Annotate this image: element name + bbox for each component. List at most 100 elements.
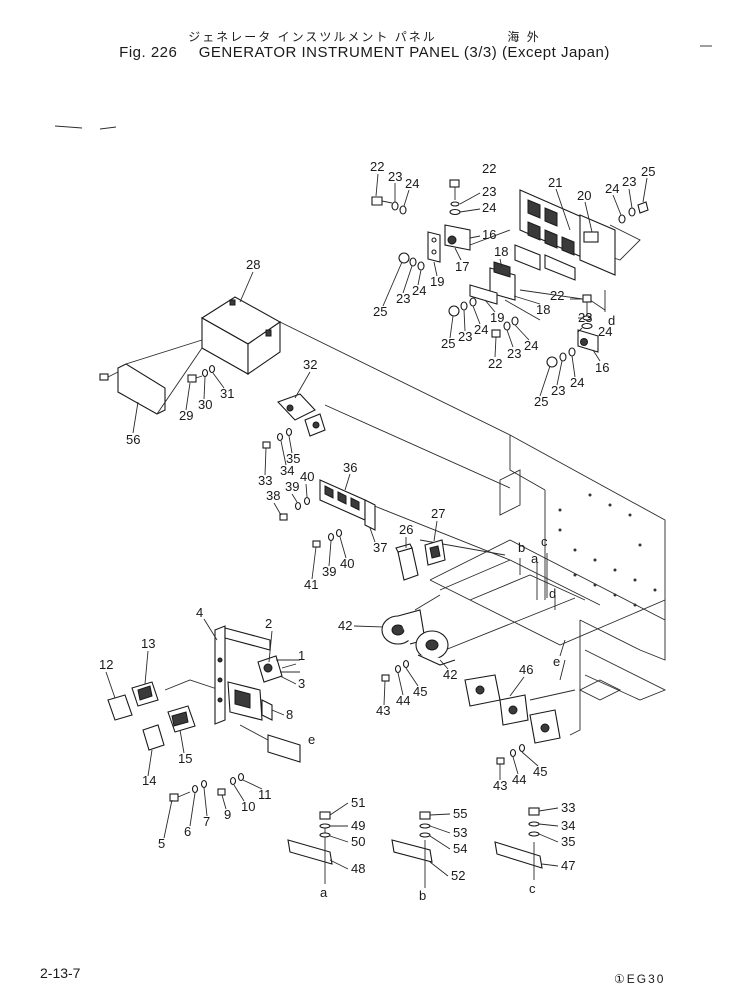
callout: 55 — [453, 806, 467, 821]
callout: 10 — [241, 799, 255, 814]
callout: 46 — [519, 662, 533, 677]
switch-8 — [227, 681, 273, 721]
stray-marks — [54, 45, 712, 130]
callout: 13 — [141, 636, 155, 651]
bracket-19 — [469, 284, 498, 305]
callout: 22 — [482, 161, 496, 176]
callout: 9 — [224, 807, 231, 822]
callout: 18 — [536, 302, 550, 317]
region-label: 海 外 — [507, 30, 541, 44]
callout: 2 — [265, 616, 272, 631]
cover-28 — [200, 296, 282, 376]
callout: 24 — [605, 181, 619, 196]
callout: 40 — [300, 469, 314, 484]
callout: 34 — [280, 463, 294, 478]
callout: 24 — [524, 338, 538, 353]
callout: 47 — [561, 858, 575, 873]
callout: 14 — [142, 773, 156, 788]
callout: 5 — [158, 836, 165, 851]
relay-group-46 — [464, 674, 561, 744]
callout: 49 — [351, 818, 365, 833]
clamp-48 — [287, 811, 333, 880]
callout: e — [308, 732, 315, 747]
callout: 39 — [285, 479, 299, 494]
figure-label: Fig. 226 — [119, 44, 178, 61]
callout: 6 — [184, 824, 191, 839]
relay-14 — [142, 724, 165, 751]
callout: 18 — [494, 244, 508, 259]
callout: a — [531, 551, 539, 566]
callout: d — [608, 313, 615, 328]
callout: 23 — [578, 310, 592, 325]
callout: 50 — [351, 834, 365, 849]
callout: 30 — [198, 397, 212, 412]
callout: 23 — [551, 383, 565, 398]
switch-32 — [277, 393, 326, 437]
callout: 45 — [533, 764, 547, 779]
relay-16-lower — [577, 329, 599, 353]
callout: 37 — [373, 540, 387, 555]
callout: 22 — [370, 159, 384, 174]
callout: e — [553, 654, 560, 669]
fasteners — [169, 179, 649, 802]
callout: 24 — [482, 200, 496, 215]
callout: 19 — [490, 310, 504, 325]
callout: 7 — [203, 814, 210, 829]
plate-56 — [99, 339, 203, 415]
clamp-52 — [391, 811, 433, 888]
callout: 40 — [340, 556, 354, 571]
clamp-47 — [494, 807, 543, 880]
callout: 38 — [266, 488, 280, 503]
callout: 24 — [570, 375, 584, 390]
callout: 19 — [430, 274, 444, 289]
callout: 16 — [595, 360, 609, 375]
callout: 35 — [561, 834, 575, 849]
callout: 24 — [474, 322, 488, 337]
callout: 33 — [561, 800, 575, 815]
relay-15 — [167, 705, 196, 733]
callout: 1 — [298, 648, 305, 663]
relay-13 — [131, 681, 159, 707]
callout: 23 — [396, 291, 410, 306]
frame-holes — [558, 493, 657, 607]
callout: 25 — [373, 304, 387, 319]
callout-labels: 22 23 24 22 23 24 21 20 24 23 25 16 17 1… — [99, 159, 655, 903]
callout: 24 — [405, 176, 419, 191]
callout: 28 — [246, 257, 260, 272]
callout: 43 — [376, 703, 390, 718]
relay-26 — [395, 543, 419, 581]
callout: 44 — [396, 693, 410, 708]
callout: 25 — [641, 164, 655, 179]
callout: 20 — [577, 188, 591, 203]
figure-title-text: GENERATOR INSTRUMENT PANEL — [198, 44, 460, 61]
solenoid-42 — [381, 609, 456, 666]
callout: 27 — [431, 506, 445, 521]
relay-18-upper — [489, 261, 516, 301]
callout: 51 — [351, 795, 365, 810]
callout: 16 — [482, 227, 496, 242]
callout: 48 — [351, 861, 365, 876]
callout: c — [541, 534, 548, 549]
callout: 23 — [622, 174, 636, 189]
callout: 23 — [482, 184, 496, 199]
callout: 31 — [220, 386, 234, 401]
callout: 23 — [458, 329, 472, 344]
callout: 33 — [258, 473, 272, 488]
callout: 17 — [455, 259, 469, 274]
callout: 25 — [441, 336, 455, 351]
callout: b — [419, 888, 426, 903]
model-code: ①EG30 — [614, 972, 666, 986]
sheet-indicator: (3/3) — [463, 44, 498, 61]
callout: 11 — [258, 787, 272, 802]
relay-16-upper — [444, 224, 471, 251]
callout: 8 — [286, 707, 293, 722]
page-number: 2-13-7 — [40, 965, 81, 981]
title-note: (Except Japan) — [501, 44, 610, 61]
callout: 44 — [512, 772, 526, 787]
callout: 53 — [453, 825, 467, 840]
callout: 56 — [126, 432, 140, 447]
bracket-17 — [427, 231, 441, 263]
callout: 21 — [548, 175, 562, 190]
terminal-block-36 — [319, 479, 376, 531]
